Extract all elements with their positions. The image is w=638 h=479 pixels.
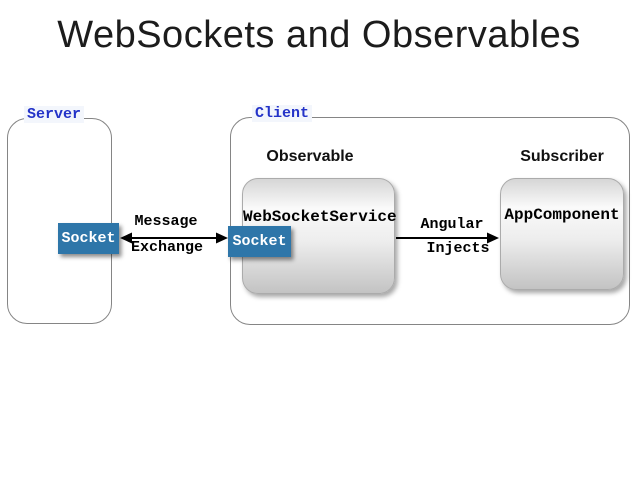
client-group-box: [230, 117, 630, 325]
subscriber-caption: Subscriber: [520, 148, 604, 165]
server-group-box: [7, 118, 112, 324]
client-socket-box: Socket: [228, 226, 291, 257]
server-group-label: Server: [24, 106, 85, 123]
injects-arrow-label-line2: Injects: [426, 240, 490, 257]
server-socket-box: Socket: [58, 223, 119, 254]
message-arrow-label-line1: Message: [134, 213, 198, 230]
client-group-label: Client: [252, 105, 313, 122]
slide-title: WebSockets and Observables: [57, 14, 581, 56]
observable-caption: Observable: [266, 148, 354, 165]
appcomponent-label: AppComponent: [504, 206, 620, 224]
websocketservice-label: WebSocketService: [243, 208, 397, 226]
appcomponent-box: AppComponent: [500, 178, 624, 290]
message-arrow-label-line2: Exchange: [130, 239, 204, 256]
injects-arrow-label-line1: Angular: [420, 216, 484, 233]
